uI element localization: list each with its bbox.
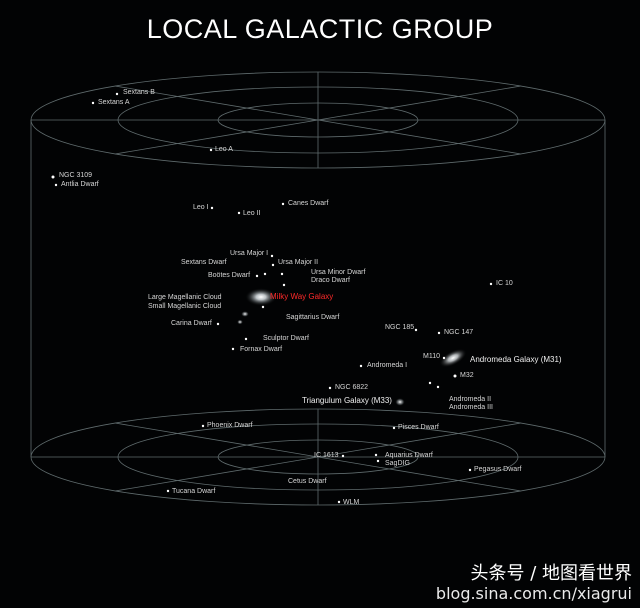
label-ursa-major-i: Ursa Major I — [230, 250, 269, 257]
label-phoenix-dwarf: Phoenix Dwarf — [207, 422, 253, 429]
label-m32: M32 — [460, 372, 474, 379]
label-bootes-dwarf: Boötes Dwarf — [208, 272, 251, 279]
label-sextans-a: Sextans A — [98, 99, 130, 106]
label-ngc-147: NGC 147 — [444, 329, 474, 336]
label-ic-1613: IC 1613 — [314, 452, 339, 459]
label-tucana-dwarf: Tucana Dwarf — [172, 488, 216, 495]
label-andromeda-iii: Andromeda III — [449, 404, 493, 411]
label-ic-10: IC 10 — [496, 280, 513, 287]
label-leo-a: Leo A — [215, 146, 233, 153]
milky-way-glow — [245, 288, 277, 306]
label-large-magellanic-cloud: Large Magellanic Cloud — [148, 294, 222, 301]
label-milky-way-galaxy: Milky Way Galaxy — [270, 292, 334, 301]
watermark: 头条号 / 地图看世界 blog.sina.com.cn/xiagrui — [436, 564, 632, 604]
label-andromeda-i: Andromeda I — [367, 362, 408, 369]
label-small-magellanic-cloud: Small Magellanic Cloud — [148, 303, 222, 310]
label-carina-dwarf: Carina Dwarf — [171, 320, 212, 327]
star-dots — [51, 92, 493, 504]
watermark-line-2: blog.sina.com.cn/xiagrui — [435, 584, 632, 603]
page-title: LOCAL GALACTIC GROUP — [146, 14, 494, 44]
label-antlia-dwarf: Antlia Dwarf — [61, 181, 99, 188]
label-ngc-185: NGC 185 — [385, 324, 415, 331]
label-sagittarius-dwarf: Sagittarius Dwarf — [286, 314, 340, 321]
lmc-glow — [241, 311, 249, 317]
triangulum-glow — [395, 398, 405, 406]
label-leo-ii: Leo II — [243, 210, 261, 217]
label-pisces-dwarf: Pisces Dwarf — [398, 424, 439, 431]
label-triangulum-galaxy: Triangulum Galaxy (M33) — [302, 396, 392, 405]
label-leo-i: Leo I — [193, 204, 209, 211]
label-cetus-dwarf: Cetus Dwarf — [288, 478, 327, 485]
label-canes-dwarf: Canes Dwarf — [288, 200, 329, 207]
label-m110: M110 — [423, 353, 440, 360]
label-sculptor-dwarf: Sculptor Dwarf — [263, 335, 309, 342]
label-fornax-dwarf: Fornax Dwarf — [240, 346, 283, 353]
label-draco-dwarf: Draco Dwarf — [311, 277, 350, 284]
label-ngc-3109: NGC 3109 — [59, 172, 93, 179]
label-pegasus-dwarf: Pegasus Dwarf — [474, 466, 522, 473]
label-sextans-dwarf: Sextans Dwarf — [181, 259, 227, 266]
andromeda-glow — [439, 348, 467, 368]
label-ursa-minor-dwarf: Ursa Minor Dwarf — [311, 269, 366, 276]
smc-glow — [237, 319, 243, 325]
label-sextans-b: Sextans B — [123, 89, 155, 96]
label-ursa-major-ii: Ursa Major II — [278, 259, 319, 266]
label-andromeda-ii: Andromeda II — [449, 396, 492, 403]
label-ngc-6822: NGC 6822 — [335, 384, 369, 391]
watermark-line-1: 头条号 / 地图看世界 — [470, 563, 632, 584]
label-sagdig: SagDIG — [385, 460, 410, 467]
label-wlm: WLM — [343, 499, 360, 506]
label-aquarius-dwarf: Aquarius Dwarf — [385, 452, 433, 459]
label-andromeda-galaxy: Andromeda Galaxy (M31) — [470, 355, 562, 364]
